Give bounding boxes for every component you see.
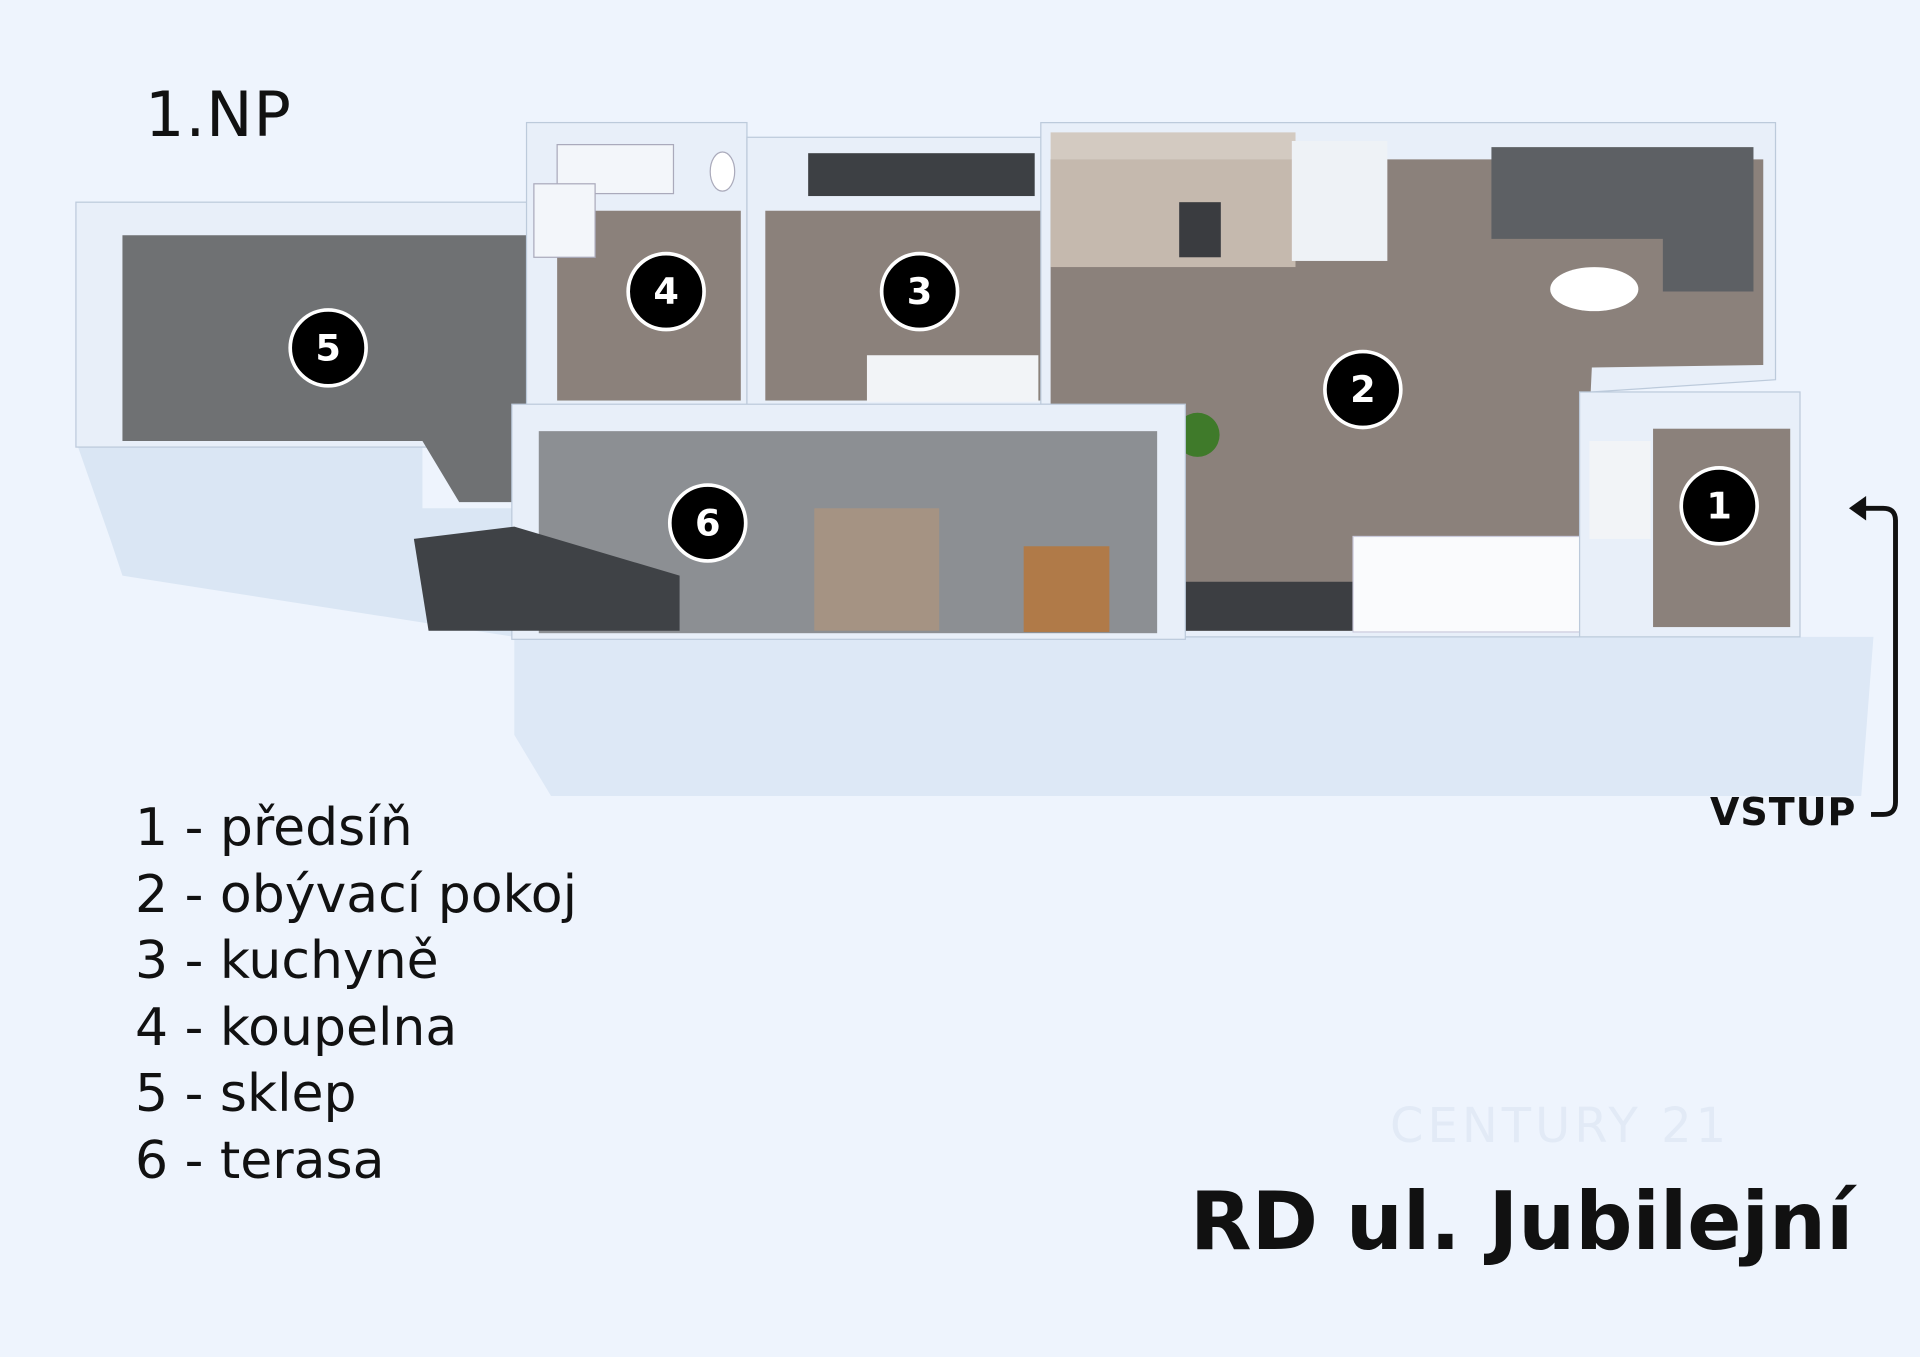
staircase <box>1050 132 1296 268</box>
room-badge-6: 6 <box>667 483 748 563</box>
svg-text:5: 5 <box>315 326 341 369</box>
legend-item: 1 - předsíň <box>135 798 413 858</box>
kitchen-counter <box>808 153 1035 197</box>
tv-unit <box>1185 581 1376 631</box>
legend-item: 4 - koupelna <box>135 997 458 1058</box>
room-badge-3: 3 <box>879 251 960 332</box>
legend-item: 2 - obývací pokoj <box>135 864 578 925</box>
terrace-table <box>814 508 940 631</box>
exterior-stairs <box>413 526 680 631</box>
cellar-front-face <box>75 440 515 637</box>
svg-text:3: 3 <box>907 270 933 313</box>
coffee-table <box>1550 267 1639 312</box>
legend-item: 3 - kuchyně <box>135 931 439 991</box>
toilet <box>709 151 736 192</box>
property-title: RD ul. Jubilejní <box>1190 1175 1854 1268</box>
svg-text:1: 1 <box>1706 484 1732 527</box>
deck-chair <box>1023 546 1110 632</box>
svg-text:4: 4 <box>653 270 679 313</box>
shower <box>533 183 596 258</box>
wardrobe <box>1589 440 1651 539</box>
building-front-face <box>514 636 1874 797</box>
svg-text:6: 6 <box>695 501 721 544</box>
entry-arrowhead-icon <box>1848 496 1867 521</box>
sofa <box>1491 147 1754 292</box>
room-badge-5: 5 <box>288 308 368 388</box>
room-badge-2: 2 <box>1323 349 1403 430</box>
legend-item: 6 - terasa <box>135 1130 385 1191</box>
room-badge-4: 4 <box>626 251 706 332</box>
entry-arrow <box>1855 505 1898 817</box>
plant <box>1175 412 1220 457</box>
floor-label: 1.NP <box>145 78 292 151</box>
entry-label: VSTUP <box>1710 790 1857 834</box>
room-badge-1: 1 <box>1679 466 1759 546</box>
room-legend: 1 - předsíň 2 - obývací pokoj 3 - kuchyn… <box>135 795 577 1194</box>
kitchen-island <box>866 355 1039 402</box>
dining-table <box>1291 140 1388 261</box>
fireplace <box>1179 202 1221 258</box>
svg-text:2: 2 <box>1350 368 1376 411</box>
bathtub <box>556 144 675 195</box>
legend-item: 5 - sklep <box>135 1064 357 1124</box>
watermark: CENTURY 21 <box>1390 1098 1731 1154</box>
